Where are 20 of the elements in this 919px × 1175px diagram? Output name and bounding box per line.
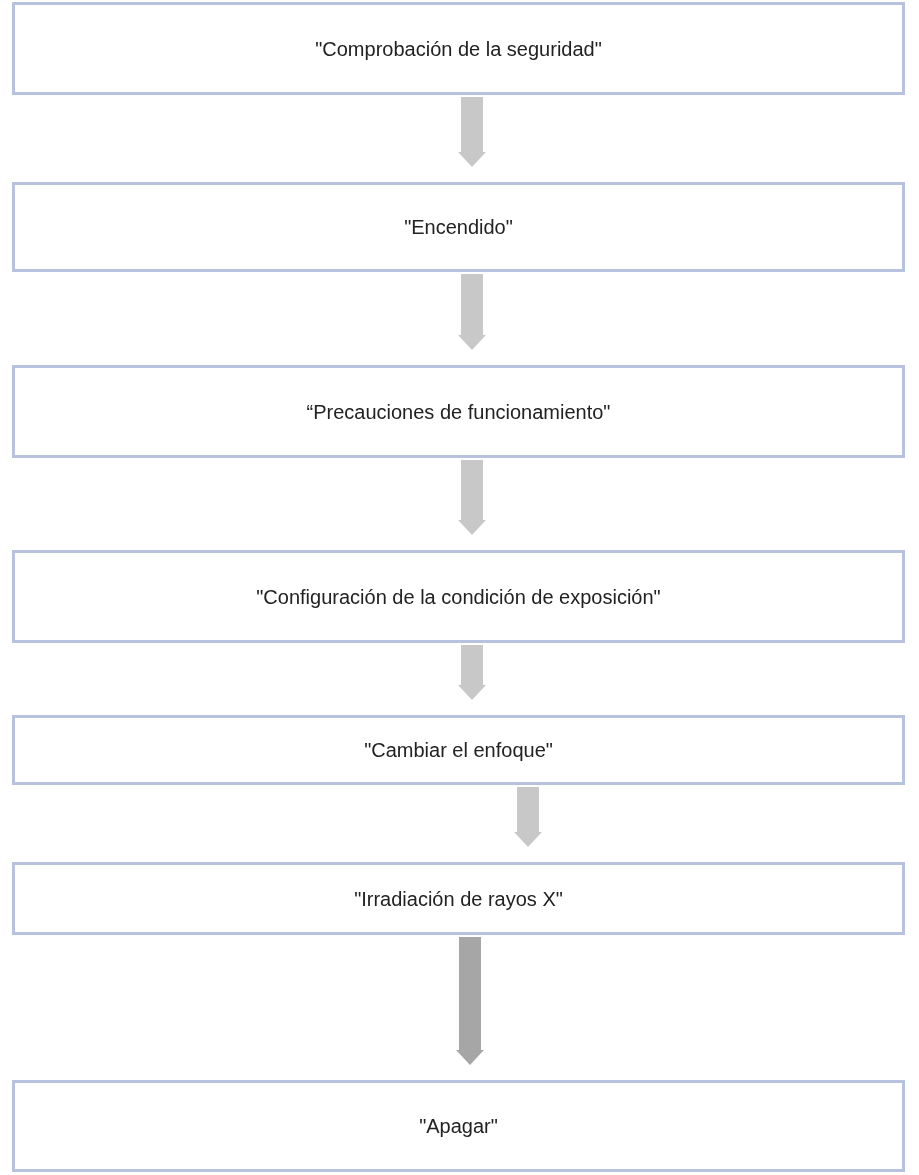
arrow <box>458 645 486 701</box>
arrow <box>458 460 486 536</box>
step-label: "Encendido" <box>404 215 513 240</box>
arrow <box>458 274 486 351</box>
process-box <box>12 715 905 785</box>
process-box <box>12 182 905 272</box>
step-label: "Irradiación de rayos X" <box>354 886 563 912</box>
step-label: "Configuración de la condición de exposición" <box>256 584 661 610</box>
process-box <box>12 2 905 95</box>
process-box <box>12 550 905 643</box>
process-box <box>12 862 905 935</box>
process-box <box>12 365 905 458</box>
arrow <box>514 787 542 848</box>
arrow <box>458 97 486 168</box>
arrow <box>456 937 484 1066</box>
step-label: "Cambiar el enfoque" <box>364 738 553 763</box>
step-label: "Comprobación de la seguridad" <box>315 36 602 62</box>
step-label: "Apagar" <box>419 1114 498 1139</box>
process-box <box>12 1080 905 1172</box>
step-label: “Precauciones de funcionamiento" <box>306 399 611 425</box>
